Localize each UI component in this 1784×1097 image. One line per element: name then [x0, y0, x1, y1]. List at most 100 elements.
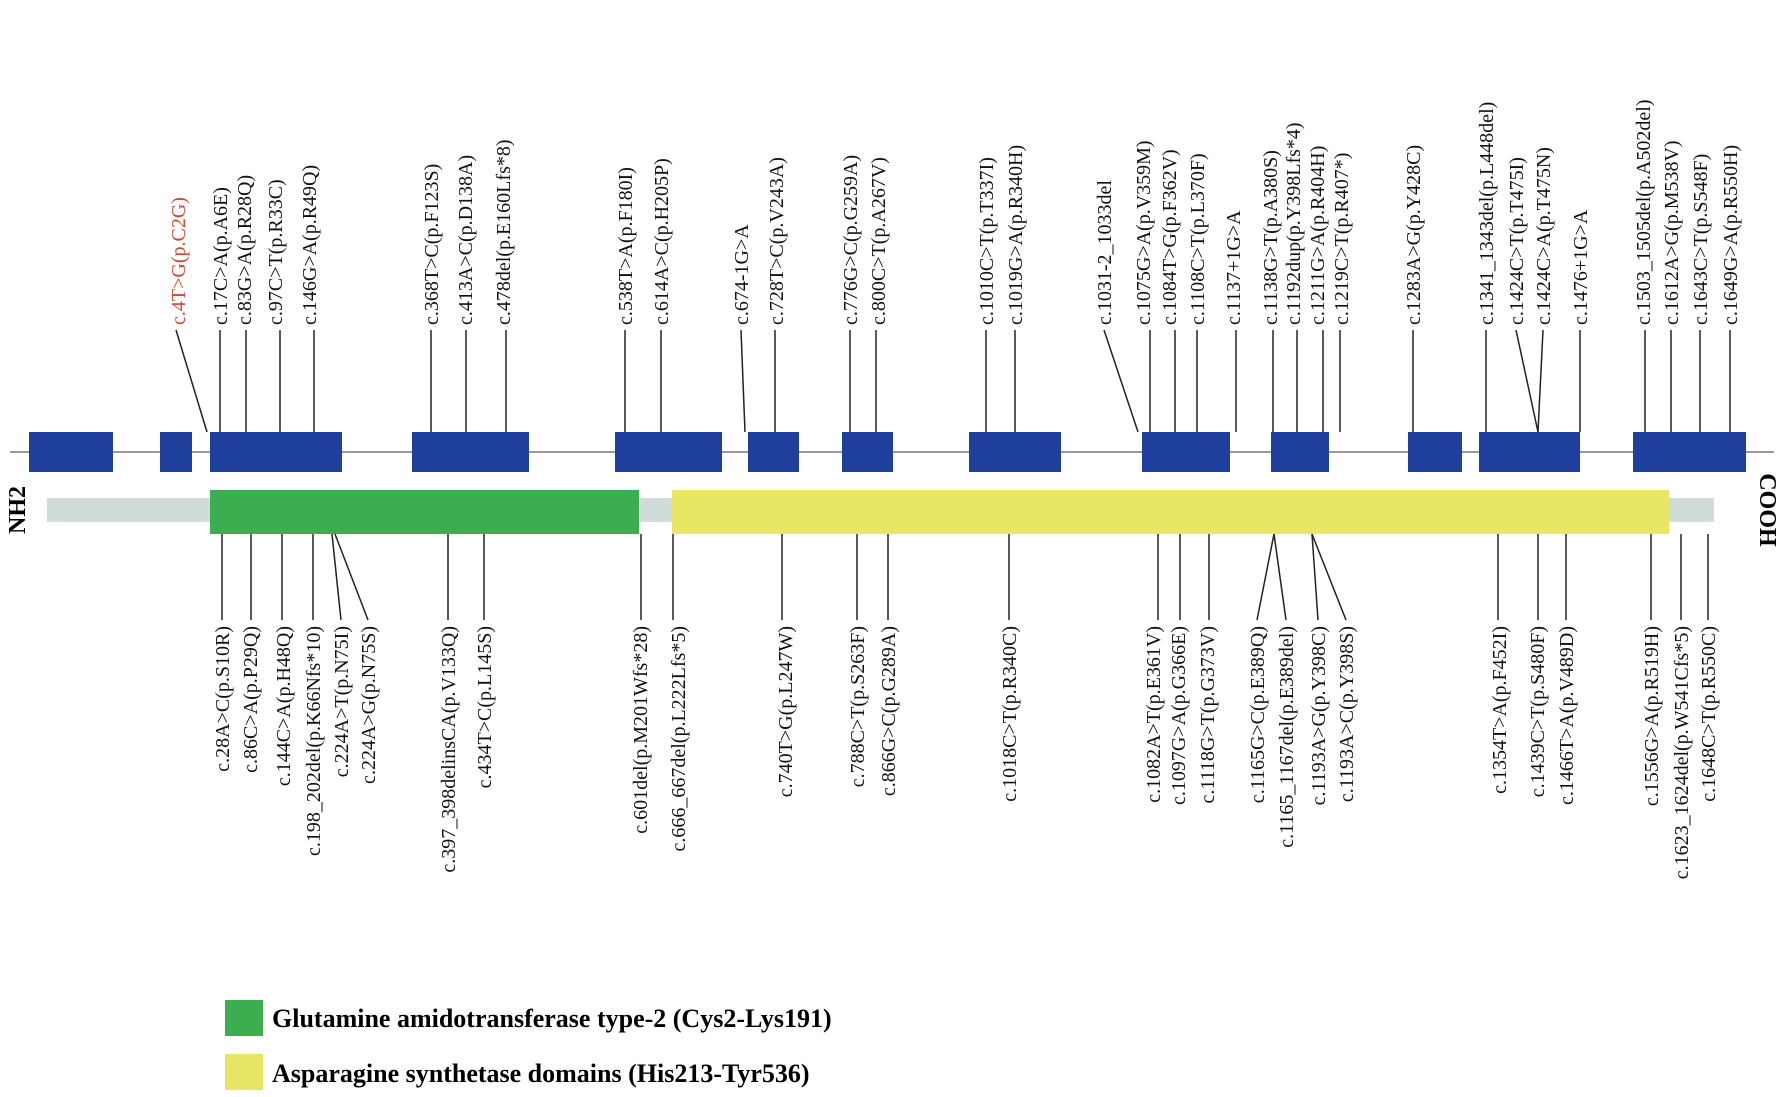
top-mutation-label: c.728T>C(p.V243A): [766, 157, 788, 325]
exon-8: [969, 432, 1061, 472]
top-mutation-label: c.1019G>A(p.R340H): [1005, 145, 1027, 325]
exon-11: [1408, 432, 1462, 472]
bottom-mutation-label: c.1018C>T(p.R340C): [999, 626, 1021, 802]
bottom-mutation-label: c.740T>G(p.L247W): [775, 626, 797, 797]
top-mutation-label: c.146G>A(p.R49Q): [299, 165, 321, 325]
exon-6: [748, 432, 799, 472]
bottom-mutation-label: c.28A>C(p.S10R): [212, 626, 234, 772]
bottom-mutation-label: c.1648C>T(p.R550C): [1698, 626, 1720, 802]
top-mutation-label: c.674-1G>A: [731, 224, 753, 325]
bottom-mutation-label: c.144C>A(p.H48Q): [273, 626, 295, 786]
top-mutation-label: c.1084T>G(p.F362V): [1159, 149, 1181, 325]
top-leader-line: [1515, 329, 1539, 433]
bottom-mutation-label: c.1097G>A(p.G366E): [1168, 626, 1190, 805]
top-mutation-label: c.1476+1G>A: [1570, 209, 1592, 325]
top-mutation-label: c.97C>T(p.R33C): [265, 179, 287, 325]
bottom-leader-line: [1256, 533, 1275, 621]
top-mutation-label: c.1341_1343del(p.L448del): [1476, 102, 1498, 325]
top-mutation-label: c.478del(p.E160Lfs*8): [493, 139, 515, 325]
top-leader-line: [175, 329, 208, 433]
legend: Glutamine amidotransferase type-2 (Cys2-…: [225, 1000, 832, 1090]
exon-2: [160, 432, 192, 472]
top-mutation-label: c.1424C>A(p.T475N): [1533, 147, 1555, 325]
bottom-mutation-label: c.224A>G(p.N75S): [358, 626, 380, 784]
top-mutation-label: c.538T>A(p.F180I): [615, 167, 637, 325]
top-leader-line: [1537, 329, 1544, 433]
top-mutation-label: c.1503_1505del(p.A502del): [1633, 99, 1655, 325]
bottom-leader-line: [334, 533, 369, 621]
top-mutation-label: c.1283A>G(p.Y428C): [1403, 145, 1425, 325]
bottom-mutation-label: c.1556G>A(p.R519H): [1641, 626, 1663, 806]
top-mutation-label: c.1643C>T(p.S548F): [1690, 154, 1712, 325]
bottom-mutation-label: c.601del(p.M201Wfs*28): [630, 626, 652, 834]
top-leader-line: [740, 329, 746, 433]
top-mutation-label: c.1137+1G>A: [1223, 210, 1245, 325]
legend-swatch-asparagine: [225, 1054, 263, 1090]
top-mutation-label: c.1138G>T(p.A380S): [1260, 150, 1282, 325]
bottom-leader-line: [331, 533, 342, 621]
top-mutation-label: c.800C>T(p.A267V): [868, 157, 890, 325]
bottom-mutation-label: c.1118G>T(p.G373V): [1197, 626, 1219, 804]
bottom-leader-lines: [221, 533, 1709, 621]
top-leader-line: [1103, 329, 1139, 433]
legend-label-glutamine: Glutamine amidotransferase type-2 (Cys2-…: [272, 1004, 832, 1033]
bottom-mutation-label: c.198_202del(p.K66Nfs*10): [303, 626, 325, 856]
top-mutation-label: c.83G>A(p.R28Q): [234, 175, 256, 325]
top-mutation-label: c.1424C>T(p.T475I): [1506, 157, 1528, 325]
exon-1: [29, 432, 113, 472]
top-leader-lines: [175, 329, 1731, 433]
bottom-mutation-label: c.86C>A(p.P29Q): [240, 626, 262, 773]
exon-9: [1142, 432, 1230, 472]
glutamine-amidotransferase-domain: [210, 490, 639, 534]
top-mutation-label: c.1108C>T(p.L370F): [1187, 153, 1209, 325]
bottom-mutation-label: c.224A>T(p.N75I): [331, 626, 353, 777]
exon-blocks: [29, 432, 1746, 472]
top-mutation-label: c.1192dup(p.Y398Lfs*4): [1283, 122, 1305, 325]
exon-12: [1479, 432, 1580, 472]
legend-label-asparagine: Asparagine synthetase domains (His213-Ty…: [272, 1059, 810, 1088]
top-mutation-labels: c.4T>G(p.C2G) c.17C>A(p.A6E)c.83G>A(p.R28…: [168, 99, 1742, 325]
bottom-mutation-label: c.1193A>C(p.Y398S): [1336, 626, 1358, 802]
bottom-mutation-label: c.1193A>G(p.Y398C): [1308, 626, 1330, 805]
exon-13: [1633, 432, 1746, 472]
exon-4: [412, 432, 529, 472]
bottom-mutation-label: c.666_667del(p.L222Lfs*5): [668, 626, 690, 852]
exon-7: [842, 432, 893, 472]
top-mutation-label: c.413A>C(p.D138A): [455, 155, 477, 325]
bottom-leader-line: [1273, 533, 1287, 621]
bottom-mutation-label: c.788C>T(p.S263F): [847, 626, 869, 787]
top-mutation-label: c.1612A>G(p.M538V): [1661, 140, 1683, 325]
n-terminus-label: NH2: [5, 486, 31, 534]
top-mutation-label: c.1211G>A(p.R404H): [1307, 146, 1329, 325]
legend-swatch-glutamine: [225, 1000, 263, 1036]
exon-3: [210, 432, 342, 472]
top-mutation-label: c.4T>G(p.C2G): [168, 197, 190, 325]
c-terminus-label: COOH: [1754, 473, 1780, 547]
bottom-leader-line: [1311, 533, 1319, 621]
top-mutation-label: c.17C>A(p.A6E): [210, 187, 232, 325]
exon-10: [1271, 432, 1329, 472]
top-mutation-label: c.776G>C(p.G259A): [840, 155, 862, 325]
bottom-mutation-label: c.1082A>T(p.E361V): [1143, 626, 1165, 803]
bottom-mutation-label: c.1466T>A(p.V489D): [1556, 626, 1578, 805]
bottom-mutation-label: c.1354T>A(p.F452I): [1489, 626, 1511, 794]
bottom-mutation-label: c.397_398delinsCA(p.V133Q): [438, 626, 460, 873]
top-mutation-label: c.368T>C(p.F123S): [421, 164, 443, 325]
top-mutation-label: c.1649G>A(p.R550H): [1720, 145, 1742, 325]
bottom-mutation-label: c.434T>C(p.L145S): [474, 626, 496, 788]
bottom-mutation-labels: c.28A>C(p.S10R) c.86C>A(p.P29Q) c.144C>A(p…: [212, 626, 1720, 879]
exon-5: [615, 432, 722, 472]
bottom-mutation-label: c.866G>C(p.G289A): [878, 626, 900, 796]
top-mutation-label: c.1075G>A(p.V359M): [1133, 140, 1155, 325]
top-mutation-label: c.1219C>T(p.R407*): [1331, 153, 1353, 325]
bottom-mutation-label: c.1623_1624del(p.W541Cfs*5): [1671, 626, 1693, 879]
bottom-mutation-label: c.1165G>C(p.E389Q): [1247, 626, 1269, 803]
asparagine-synthetase-domain: [672, 490, 1669, 534]
bottom-mutation-label: c.1439C>T(p.S480F): [1527, 626, 1549, 797]
top-mutation-label: c.1010C>T(p.T337I): [976, 157, 998, 325]
top-mutation-label: c.1031-2_1033del: [1094, 180, 1116, 325]
bottom-leader-line: [1311, 533, 1347, 621]
bottom-mutation-label: c.1165_1167del(p.E389del): [1276, 626, 1298, 848]
top-mutation-label: c.614A>C(p.H205P): [651, 158, 673, 325]
